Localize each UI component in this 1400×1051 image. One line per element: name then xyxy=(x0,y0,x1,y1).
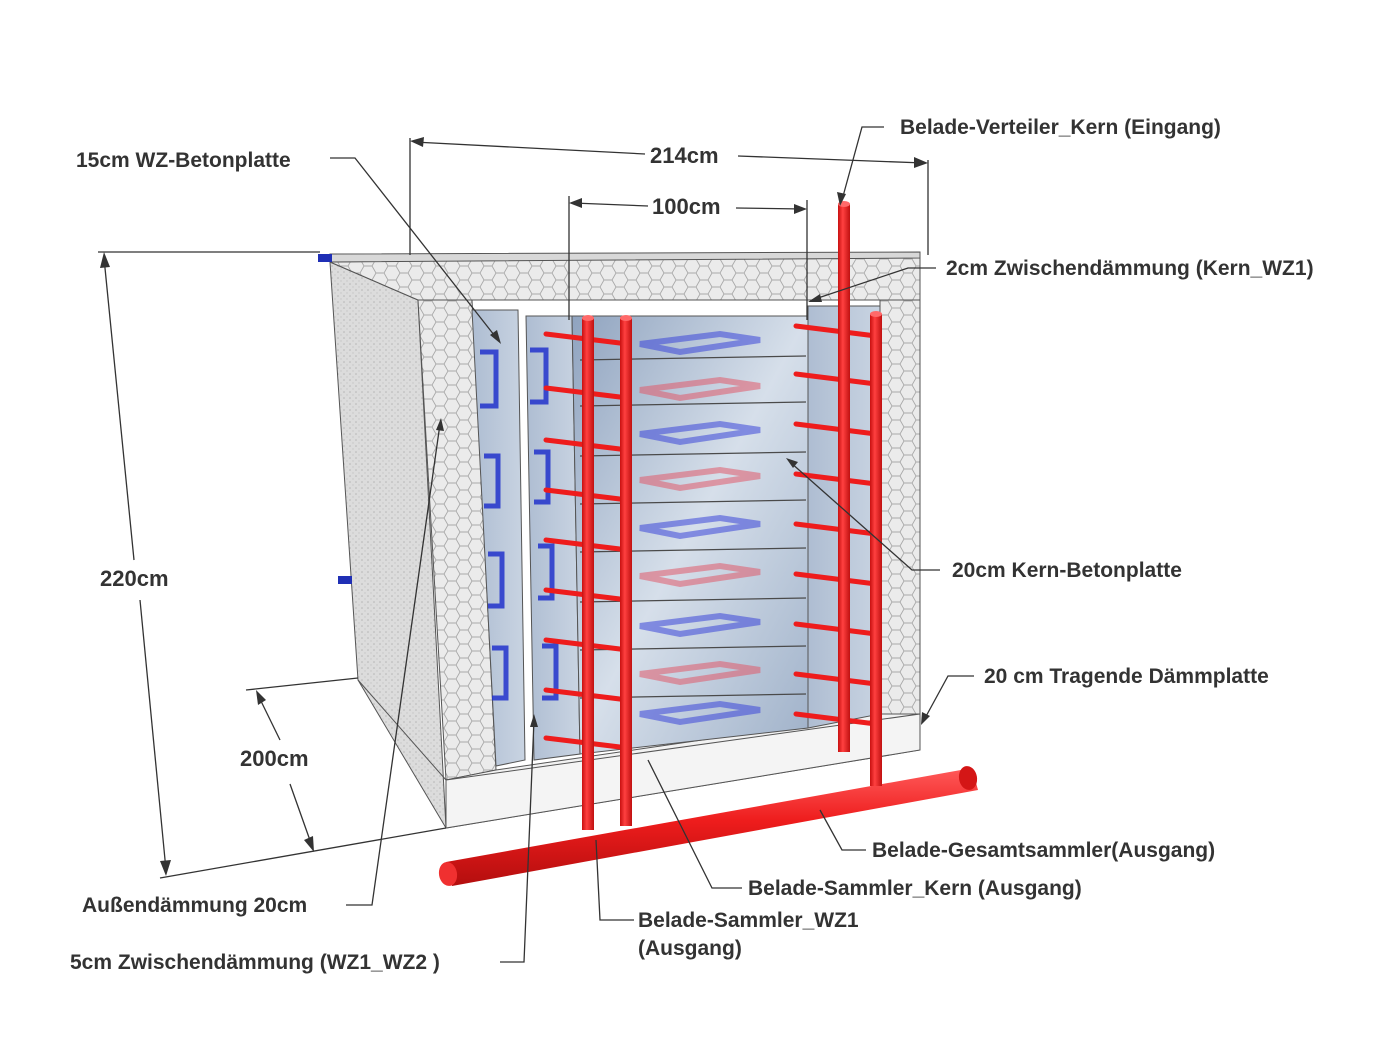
dim-width-total: 214cm xyxy=(650,143,719,168)
dimension-lines xyxy=(98,137,929,879)
core-shelf xyxy=(579,451,807,457)
core-rung xyxy=(793,371,879,387)
core-rung xyxy=(793,711,879,727)
wz1-collector-pipe-a-cap xyxy=(582,315,594,321)
label-sammler-kern: Belade-Sammler_Kern (Ausgang) xyxy=(748,877,1082,900)
blue-marker-mid xyxy=(338,576,352,584)
wz-loops xyxy=(480,347,559,701)
core-heat-loop xyxy=(639,466,761,492)
component-labels: 15cm WZ-Betonplatte Belade-Verteiler_Ker… xyxy=(70,116,1314,974)
dim-depth: 200cm xyxy=(240,746,309,771)
label-sammler-wz1: Belade-Sammler_WZ1 xyxy=(638,909,859,932)
label-zwischendaemmung-kern: 2cm Zwischendämmung (Kern_WZ1) xyxy=(946,257,1314,280)
core-heat-loop xyxy=(639,562,761,588)
core-rung xyxy=(793,471,879,487)
core-heat-loop xyxy=(639,330,761,356)
core-heat-loop xyxy=(639,514,761,540)
dimension-texts: 214cm 100cm 220cm 200cm xyxy=(100,143,721,771)
pipes xyxy=(438,201,978,886)
label-wz-betonplatte: 15cm WZ-Betonplatte xyxy=(76,149,291,172)
core-rung xyxy=(793,421,879,437)
core-heat-loop xyxy=(639,420,761,446)
label-sammler-wz1-sub: (Ausgang) xyxy=(638,937,742,960)
label-tragende-daemmplatte: 20 cm Tragende Dämmplatte xyxy=(984,665,1269,688)
label-kern-betonplatte: 20cm Kern-Betonplatte xyxy=(952,559,1182,582)
core-heat-loop xyxy=(639,700,761,726)
core-heat-loop xyxy=(639,660,761,686)
core-distributor-pipe xyxy=(838,204,850,752)
core-rung xyxy=(793,671,879,687)
leader-lines xyxy=(330,126,974,963)
core-rung xyxy=(793,571,879,587)
label-verteiler-kern: Belade-Verteiler_Kern (Eingang) xyxy=(900,116,1221,139)
label-aussendaemmung: Außendämmung 20cm xyxy=(82,894,307,917)
label-gesamtsammler: Belade-Gesamtsammler(Ausgang) xyxy=(872,839,1215,862)
wz1-collector-pipe-b xyxy=(620,318,632,826)
blue-marker-top xyxy=(318,254,332,262)
glass-panel-wz2 xyxy=(471,309,526,767)
core-rung xyxy=(793,621,879,637)
storage-body xyxy=(318,251,921,829)
core-shelf xyxy=(579,355,807,361)
core-shelf xyxy=(579,547,807,553)
core-heat-loop xyxy=(639,376,761,402)
dim-height: 220cm xyxy=(100,566,169,591)
wz1-collector-pipe-b-cap xyxy=(620,315,632,321)
core-collector-pipe xyxy=(870,314,882,786)
dim-width-core: 100cm xyxy=(652,194,721,219)
core-shelf xyxy=(579,597,807,603)
core-rung xyxy=(793,521,879,537)
core-rung xyxy=(793,323,879,339)
front-insulation-right xyxy=(879,299,921,715)
core-collector-pipe-cap xyxy=(870,311,882,317)
base-slab-front xyxy=(445,713,921,829)
main-collector-pipe xyxy=(438,766,978,886)
core-shelf xyxy=(579,401,807,407)
label-zwischendaemmung-wz: 5cm Zwischendämmung (WZ1_WZ2 ) xyxy=(70,951,440,974)
core-shelf xyxy=(579,499,807,505)
wz1-collector-pipe-a xyxy=(582,318,594,830)
core-heat-loop xyxy=(639,612,761,638)
